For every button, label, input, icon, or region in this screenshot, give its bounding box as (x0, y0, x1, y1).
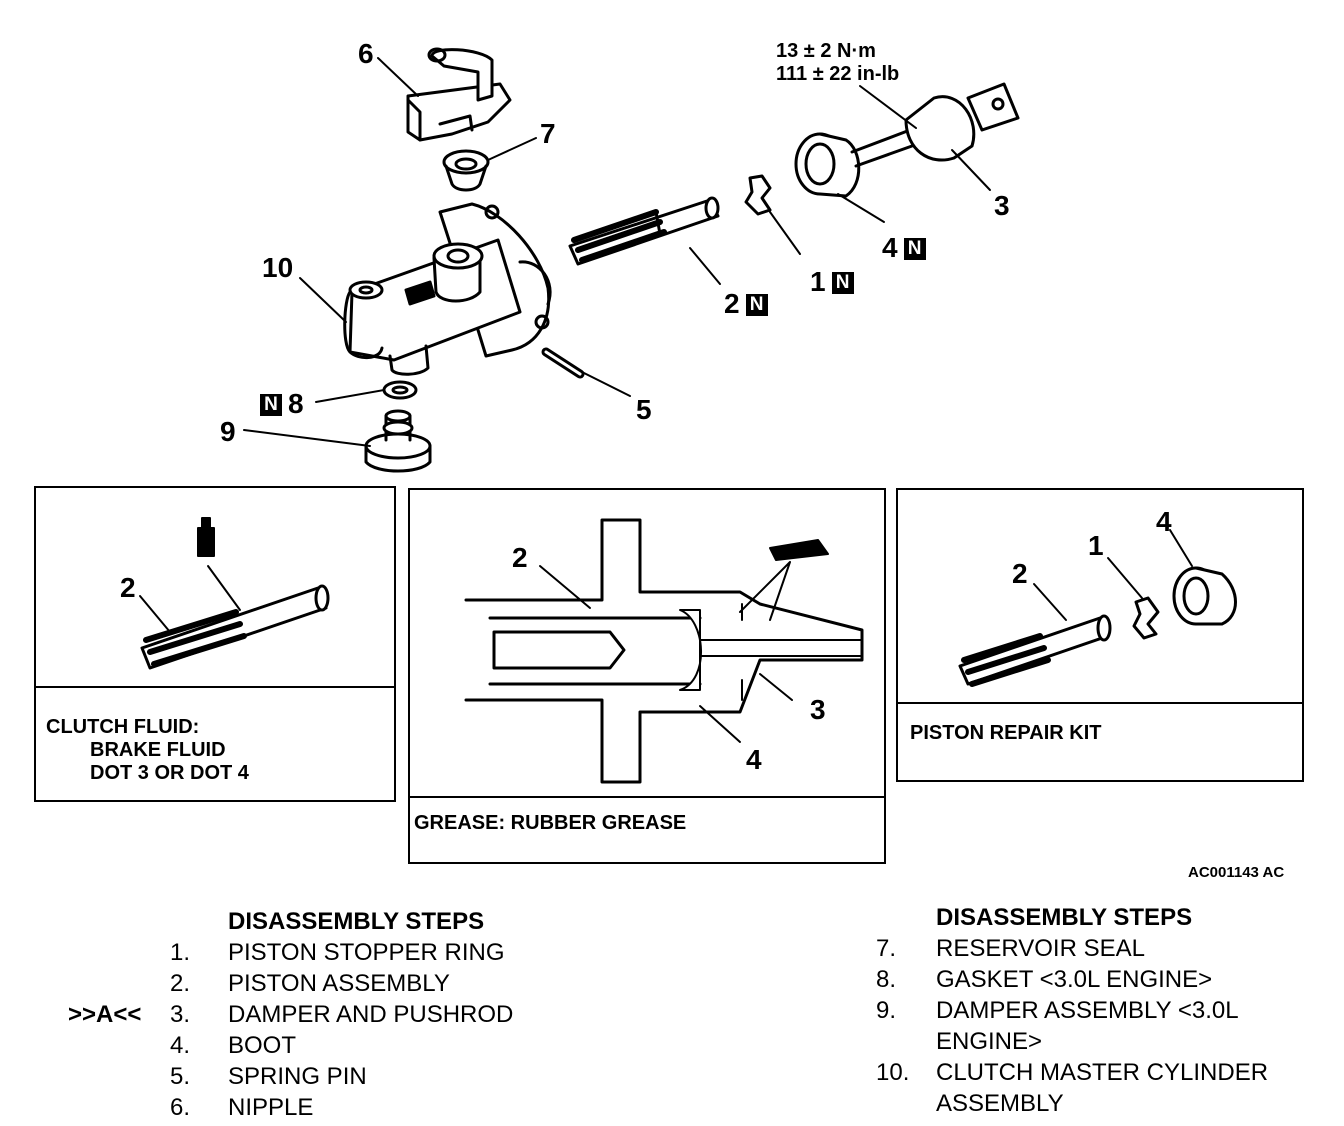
step-row: 2.PISTON ASSEMBLY (170, 970, 450, 997)
kit-box-callout-2: 2 (1012, 558, 1028, 589)
grease-label: GREASE: RUBBER GREASE (414, 812, 687, 834)
kit-box-callout-1: 1 (1088, 530, 1104, 561)
steps-heading: DISASSEMBLY STEPS (936, 904, 1193, 931)
box-divider (36, 686, 394, 688)
new-part-badge: N (831, 272, 854, 294)
damper-assembly-part (364, 409, 432, 473)
callout-1: 1 (810, 266, 826, 297)
torque-spec: 13 ± 2 N·m 111 ± 22 in-lb (776, 40, 899, 86)
step-row: 6.NIPPLE (170, 1094, 314, 1121)
box-divider (410, 796, 884, 798)
clutch-fluid-label: CLUTCH FLUID: BRAKE FLUID DOT 3 OR DOT 4 (46, 716, 249, 785)
step-row: 1.PISTON STOPPER RING (170, 939, 505, 966)
callout-9: 9 (220, 416, 236, 447)
grease-box-callout-3: 3 (810, 694, 826, 725)
step-row-continued: ENGINE> (936, 1028, 1043, 1055)
spring-pin-part (541, 347, 585, 379)
figure-code: AC001143 AC (1188, 864, 1285, 881)
fluid-detail-box (34, 486, 396, 802)
damper-pushrod-part (850, 82, 1020, 168)
grease-box-callout-4: 4 (746, 744, 762, 775)
box-divider (898, 702, 1302, 704)
disassembly-steps-left: DISASSEMBLY STEPS 1.PISTON STOPPER RING … (60, 906, 580, 1123)
fluid-box-art (139, 517, 330, 670)
fluid-title: CLUTCH FLUID: (46, 716, 200, 738)
callout-7: 7 (540, 118, 556, 149)
step-row-continued: ASSEMBLY (936, 1090, 1064, 1117)
grease-box-art (464, 518, 864, 784)
fluid-grade: DOT 3 OR DOT 4 (90, 762, 249, 784)
master-cylinder-body-part (343, 202, 552, 376)
kit-box-art (958, 529, 1237, 687)
reservoir-seal-part (442, 149, 490, 192)
grease-box-callout-2: 2 (512, 542, 528, 573)
callout-5: 5 (636, 394, 652, 425)
new-part-badge: N (260, 394, 282, 416)
fluid-box-callout-2: 2 (120, 572, 136, 603)
step-row: 4.BOOT (170, 1032, 297, 1059)
step-row: >>A<<3.DAMPER AND PUSHROD (68, 1001, 514, 1028)
step-row: 5.SPRING PIN (170, 1063, 367, 1090)
callout-6: 6 (358, 38, 374, 69)
steps-heading: DISASSEMBLY STEPS (228, 908, 485, 935)
piston-assembly-part (568, 196, 720, 266)
leader-lines (243, 57, 991, 447)
step-row: 7.RESERVOIR SEAL (876, 935, 1145, 962)
gasket-part (382, 380, 418, 400)
step-row: 9.DAMPER ASSEMBLY <3.0L (876, 997, 1239, 1024)
piston-repair-kit-label: PISTON REPAIR KIT (910, 722, 1102, 744)
new-part-badge: N (903, 238, 926, 260)
kit-box-callout-4: 4 (1156, 506, 1172, 537)
new-part-badge: N (745, 294, 768, 316)
fluid-type: BRAKE FLUID (90, 739, 226, 761)
nipple-part (406, 47, 512, 142)
callout-4: 4 (882, 232, 898, 263)
callout-2: 2 (724, 288, 740, 319)
disassembly-steps-right: DISASSEMBLY STEPS 7.RESERVOIR SEAL 8.GAS… (876, 902, 1326, 1119)
torque-imperial: 111 ± 22 in-lb (776, 63, 900, 85)
grease-detail-box (408, 488, 886, 864)
callout-8: 8 (288, 388, 304, 419)
torque-metric: 13 ± 2 N·m (776, 40, 876, 62)
step-row: 8.GASKET <3.0L ENGINE> (876, 966, 1213, 993)
kit-detail-box (896, 488, 1304, 782)
step-row: 10.CLUTCH MASTER CYLINDER (876, 1059, 1269, 1086)
stopper-ring-part (744, 174, 772, 216)
callout-10: 10 (262, 252, 294, 283)
callout-3: 3 (994, 190, 1010, 221)
boot-part (794, 132, 861, 198)
